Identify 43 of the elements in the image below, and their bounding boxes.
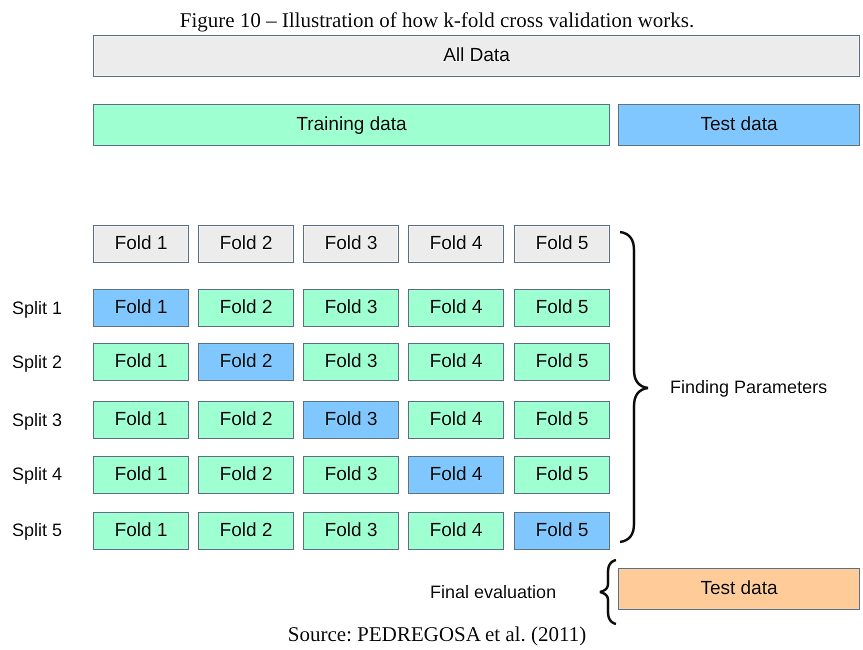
data-block: Fold 2 bbox=[198, 289, 294, 327]
figure-caption: Source: PEDREGOSA et al. (2011) bbox=[288, 622, 586, 647]
data-block: Fold 1 bbox=[93, 225, 189, 263]
data-block: Fold 1 bbox=[93, 289, 189, 327]
data-block: Fold 5 bbox=[514, 225, 610, 263]
data-block: Fold 2 bbox=[198, 456, 294, 494]
data-block: Fold 3 bbox=[303, 456, 399, 494]
data-block: Training data bbox=[93, 104, 610, 146]
data-block: Fold 1 bbox=[93, 401, 189, 439]
row-label: Split 5 bbox=[12, 520, 62, 541]
row-label: Split 3 bbox=[12, 410, 62, 431]
brace-label: Final evaluation bbox=[430, 582, 556, 603]
data-block: Fold 2 bbox=[198, 512, 294, 550]
data-block: Fold 5 bbox=[514, 289, 610, 327]
data-block: Fold 2 bbox=[198, 343, 294, 381]
data-block: Fold 4 bbox=[408, 289, 504, 327]
data-block: Fold 5 bbox=[514, 401, 610, 439]
brace-label: Finding Parameters bbox=[670, 377, 828, 398]
row-label: Split 2 bbox=[12, 352, 62, 373]
data-block: Fold 3 bbox=[303, 225, 399, 263]
data-block: Fold 1 bbox=[93, 343, 189, 381]
data-block: Fold 4 bbox=[408, 512, 504, 550]
data-block: Fold 5 bbox=[514, 512, 610, 550]
data-block: Fold 3 bbox=[303, 401, 399, 439]
data-block: Fold 1 bbox=[93, 456, 189, 494]
row-label: Split 1 bbox=[12, 298, 62, 319]
figure-title: Figure 10 – Illustration of how k-fold cross validation works. bbox=[180, 8, 694, 33]
row-label: Split 4 bbox=[12, 464, 62, 485]
data-block: Fold 2 bbox=[198, 401, 294, 439]
data-block: Fold 4 bbox=[408, 456, 504, 494]
data-block: Fold 4 bbox=[408, 343, 504, 381]
data-block: Test data bbox=[618, 104, 860, 146]
data-block: Fold 3 bbox=[303, 343, 399, 381]
data-block: Test data bbox=[618, 568, 860, 610]
data-block: Fold 3 bbox=[303, 289, 399, 327]
data-block: Fold 4 bbox=[408, 401, 504, 439]
data-block: All Data bbox=[93, 35, 860, 77]
data-block: Fold 5 bbox=[514, 343, 610, 381]
data-block: Fold 2 bbox=[198, 225, 294, 263]
data-block: Fold 1 bbox=[93, 512, 189, 550]
data-block: Fold 3 bbox=[303, 512, 399, 550]
data-block: Fold 4 bbox=[408, 225, 504, 263]
data-block: Fold 5 bbox=[514, 456, 610, 494]
